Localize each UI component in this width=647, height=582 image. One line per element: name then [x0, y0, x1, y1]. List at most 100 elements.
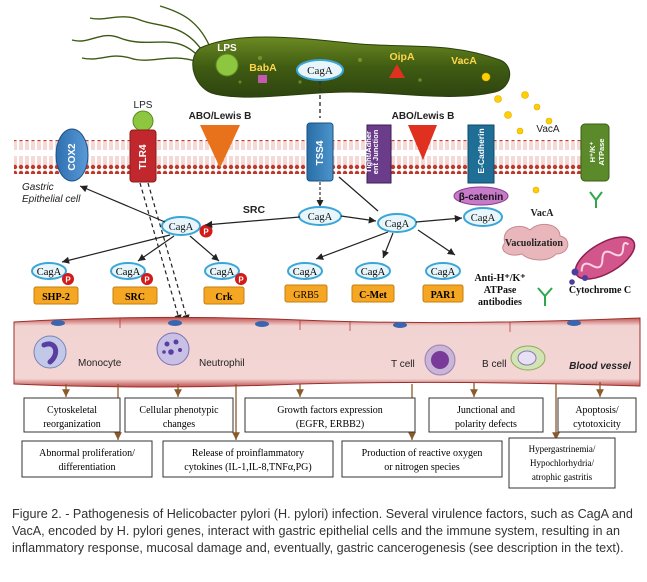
e-cadherin-label: E-Cadherin: [476, 128, 486, 173]
svg-text:P: P: [238, 276, 244, 285]
svg-text:changes: changes: [163, 419, 195, 430]
atpase-pump: [580, 123, 610, 182]
cell-membrane: [14, 140, 586, 174]
svg-text:atrophic gastritis: atrophic gastritis: [532, 472, 593, 482]
target-par1: CagA PAR1: [422, 262, 464, 303]
atpase-label-1: H⁺/K⁺: [588, 142, 597, 163]
vaca-cell-label: VacA: [531, 208, 555, 219]
lps-circle: [215, 53, 239, 77]
oipa-label: OipA: [389, 51, 414, 63]
target-shp2: CagA P SHP-2: [31, 262, 79, 305]
tlr4-dashed-2: [147, 182, 190, 323]
beta-catenin-label: β-catenin: [459, 192, 503, 203]
bcell-nucleus: [517, 350, 537, 366]
antibody-icon-2: [537, 287, 553, 306]
beta-catenin: [453, 186, 509, 206]
caga-right: [377, 213, 417, 233]
caga-bacterial: [296, 59, 344, 81]
baba-label: BabA: [249, 62, 277, 74]
vessel-lines: [119, 318, 511, 332]
target-grb5-label: GRB5: [293, 290, 319, 301]
svg-text:cytotoxicity: cytotoxicity: [573, 419, 621, 430]
src-label: SRC: [243, 204, 266, 216]
target-cmet: CagA C-Met: [351, 262, 395, 303]
svg-text:Release of proinflammatory: Release of proinflammatory: [192, 448, 304, 459]
neutrophil-granules: [162, 339, 182, 355]
lps-label: LPS: [217, 43, 237, 54]
target-src: CagA P SRC: [110, 262, 158, 305]
tight-junction-label-2: ent Junction: [371, 129, 380, 174]
outcome-apoptosis: Apoptosis/ cytotoxicity: [557, 397, 637, 433]
monocyte-nucleus: [41, 341, 59, 365]
signal-arrows: [61, 176, 463, 264]
caga-center-label: CagA: [308, 212, 333, 223]
cytochrome-label: Cytochrome C: [569, 285, 631, 296]
tss4-label: TSS4: [315, 140, 326, 165]
pathogenesis-diagram: LPS BabA CagA OipA VacA COX2 Gastric Epi…: [13, 5, 641, 489]
tight-junction-label-1: Tight/Adher: [364, 131, 373, 173]
neutrophil-label: Neutrophil: [199, 358, 245, 369]
svg-text:Growth factors expression: Growth factors expression: [277, 405, 383, 416]
e-cadherin: [467, 124, 495, 184]
atpase-label-2: ATPase: [597, 139, 606, 166]
anti-label-2: ATPase: [484, 285, 517, 296]
svg-text:reorganization: reorganization: [43, 419, 101, 430]
gastric-label: Gastric: [22, 182, 54, 193]
svg-text:Abnormal proliferation/: Abnormal proliferation/: [39, 448, 135, 459]
svg-text:or nitrogen species: or nitrogen species: [384, 462, 460, 473]
outcome-abnormal: Abnormal proliferation/ differentiation: [21, 440, 153, 478]
bacterium-texture: [238, 56, 462, 84]
baba-square: [258, 75, 267, 83]
anti-label-1: Anti-H⁺/K⁺: [474, 273, 525, 284]
blood-vessel-label: Blood vessel: [569, 361, 631, 372]
vaca-bacterial-label: VacA: [451, 55, 477, 67]
svg-text:CagA: CagA: [37, 267, 62, 278]
svg-text:Cellular phenotypic: Cellular phenotypic: [139, 405, 219, 416]
caga-bacterial-label: CagA: [307, 65, 333, 77]
bcell-label: B cell: [482, 359, 506, 370]
target-src-label: SRC: [125, 292, 145, 303]
abo-left-label: ABO/Lewis B: [189, 111, 252, 122]
svg-text:CagA: CagA: [293, 267, 318, 278]
outcome-cytoskeletal: Cytoskeletal reorganization: [23, 397, 121, 433]
tcell-nucleus: [431, 351, 449, 369]
cox2-receptor: [55, 128, 89, 182]
abo-right-triangle: [408, 125, 437, 160]
target-cmet-label: C-Met: [359, 290, 387, 301]
outcome-hypergastrinemia: Hypergastrinemia/ Hypochlorhydria/ atrop…: [508, 437, 616, 489]
caga-ecadherin: [463, 207, 503, 227]
oipa-triangle: [389, 64, 405, 78]
svg-text:Production of reactive oxygen: Production of reactive oxygen: [362, 448, 483, 459]
lps-membrane-label: LPS: [134, 100, 153, 111]
svg-text:Hypergastrinemia/: Hypergastrinemia/: [529, 444, 596, 454]
caga-left-label: CagA: [169, 222, 194, 233]
caga-ecadherin-label: CagA: [471, 213, 496, 224]
outcome-release: Release of proinflammatory cytokines (IL…: [162, 440, 334, 478]
figure-caption: Figure 2. - Pathogenesis of Helicobacter…: [12, 507, 633, 555]
caga-left: [161, 216, 201, 236]
svg-text:P: P: [65, 276, 71, 285]
abo-right-label: ABO/Lewis B: [392, 111, 455, 122]
tlr4-label: TLR4: [138, 144, 149, 169]
svg-text:Hypochlorhydria/: Hypochlorhydria/: [530, 458, 594, 468]
endothelial-nuclei: [51, 320, 581, 328]
tcell-label: T cell: [391, 359, 415, 370]
svg-text:P: P: [144, 276, 150, 285]
lps-membrane-circle: [132, 110, 154, 132]
tlr4-dashed-1: [139, 182, 182, 323]
outcome-phenotypic: Cellular phenotypic changes: [124, 397, 234, 433]
caga-right-label: CagA: [385, 219, 410, 230]
h-pylori-bacterium: [192, 36, 510, 98]
tlr4-receptor: [129, 129, 157, 183]
outcome-growth: Growth factors expression (EGFR, ERBB2): [244, 397, 416, 433]
blood-vessel: [13, 316, 641, 388]
anti-label-3: antibodies: [478, 297, 522, 308]
svg-text:CagA: CagA: [431, 267, 456, 278]
monocyte-label: Monocyte: [78, 358, 122, 369]
tss4-channel: [306, 122, 334, 182]
flagella: [71, 5, 213, 63]
tight-junction: [366, 124, 392, 184]
svg-text:differentiation: differentiation: [58, 462, 115, 473]
vacuolization-label: Vacuolization: [505, 238, 563, 249]
target-crk-label: Crk: [215, 292, 233, 303]
